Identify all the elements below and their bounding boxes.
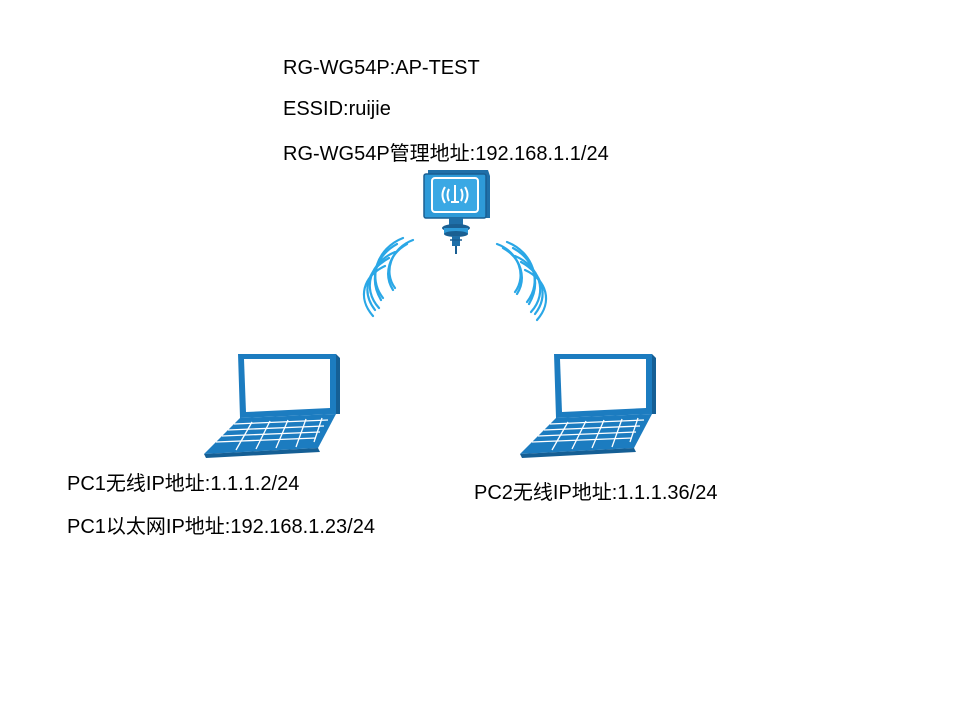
laptop-icon — [204, 354, 340, 458]
pc1-ethernet-ip-label: PC1以太网IP地址:192.168.1.23/24 — [67, 516, 375, 538]
pc2-wireless-ip-label: PC2无线IP地址:1.1.1.36/24 — [474, 482, 718, 504]
ap-name-label: RG-WG54P:AP-TEST — [283, 57, 480, 79]
pc1-wireless-ip-label: PC1无线IP地址:1.1.1.2/24 — [67, 473, 300, 495]
wireless-signal-icon — [495, 240, 547, 322]
wireless-signal-icon — [363, 236, 415, 318]
ap-management-address-label: RG-WG54P管理地址:192.168.1.1/24 — [283, 143, 609, 165]
wireless-access-point-icon — [423, 170, 490, 254]
laptop-icon — [520, 354, 656, 458]
ap-essid-label: ESSID:ruijie — [283, 98, 391, 120]
